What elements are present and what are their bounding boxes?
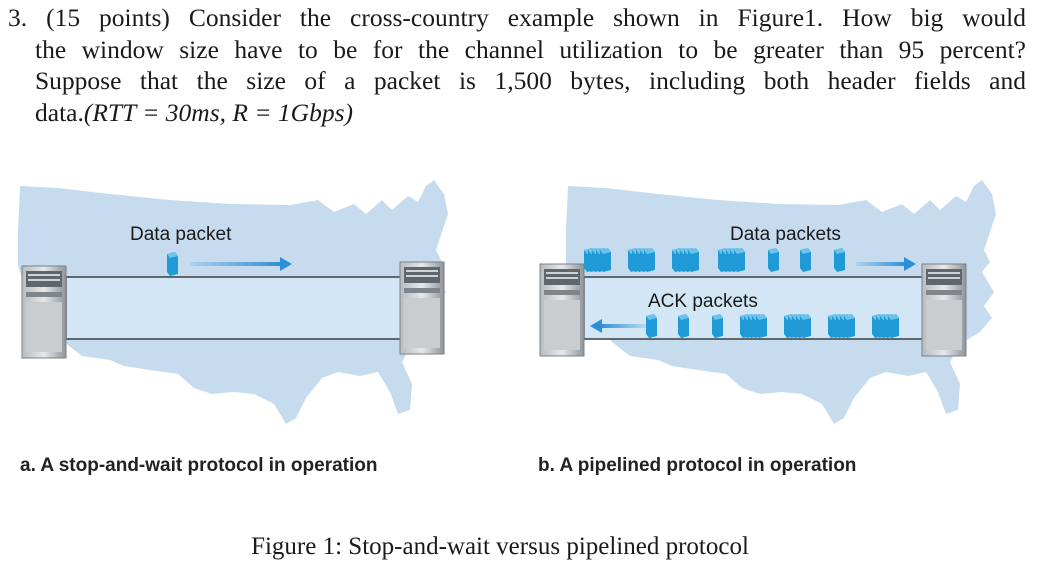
ack-packets-label: ACK packets [648,291,758,312]
data-direction-arrow-b [856,257,916,271]
question-number: 3. [8,3,28,32]
server-left-b [539,263,585,357]
question-text: 3. (15 points) Consider the cross-countr… [8,2,1026,128]
data-packet-icon [167,252,178,276]
figure-caption: Figure 1: Stop-and-wait versus pipelined… [251,533,749,560]
server-right-b [921,263,967,357]
question-line-1: 3. (15 points) Consider the cross-countr… [8,3,1027,32]
panel-a-caption: a. A stop-and-wait protocol in operation [20,455,377,476]
panel-a-stop-and-wait: Data packet a. A stop-and-wait protocol … [18,180,448,476]
question-line-3: Suppose that the size of a packet is 1,5… [35,66,1026,95]
data-direction-arrow-a [190,257,292,271]
server-right-a [399,261,445,355]
panel-b-caption: b. A pipelined protocol in operation [538,455,856,476]
question-points: (15 points) [46,3,170,32]
question-line-2: the window size have to be for the chann… [35,34,1026,64]
ack-direction-arrow [590,319,646,333]
question-line-4: data.(RTT = 30ms, R = 1Gbps) [35,97,353,127]
data-packet-label: Data packet [130,224,232,245]
data-packets-label: Data packets [730,224,841,245]
server-left-a [21,265,67,359]
panel-b-pipelined: Data packets ACK packets [538,180,996,476]
channel-tube-a [65,276,407,340]
given-values: (RTT = 30ms, R = 1Gbps) [83,97,353,127]
